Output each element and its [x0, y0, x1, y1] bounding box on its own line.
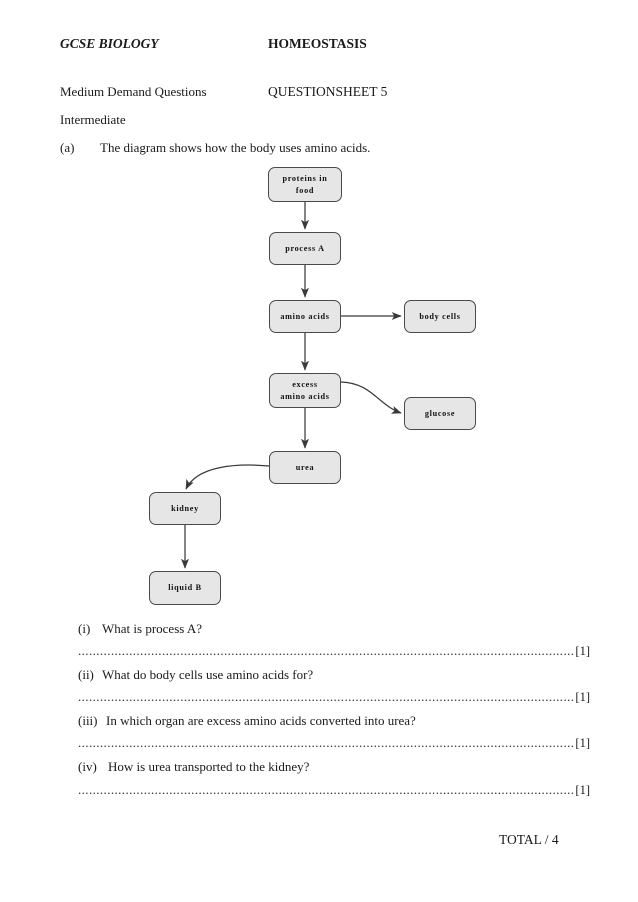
- dotted-rule-iii: ........................................…: [78, 735, 575, 750]
- tier-label: Intermediate: [60, 112, 126, 127]
- answer-line-iv[interactable]: ........................................…: [78, 782, 590, 798]
- topic-title: HOMEOSTASIS: [268, 36, 367, 51]
- marks-iii: [1]: [575, 736, 590, 750]
- answer-line-i[interactable]: ........................................…: [78, 643, 590, 659]
- part-label-a: (a): [60, 140, 75, 155]
- node-body-cells: body cells: [404, 300, 476, 333]
- node-amino-acids: amino acids: [269, 300, 341, 333]
- subq-text-iv: How is urea transported to the kidney?: [108, 759, 310, 774]
- questionsheet-label: QUESTIONSHEET 5: [268, 84, 388, 99]
- node-glucose: glucose: [404, 397, 476, 430]
- node-process-a: process A: [269, 232, 341, 265]
- marks-i: [1]: [575, 644, 590, 658]
- total-marks: TOTAL / 4: [499, 832, 559, 847]
- subject-title: GCSE BIOLOGY: [60, 36, 159, 51]
- marks-iv: [1]: [575, 783, 590, 797]
- dotted-rule-ii: ........................................…: [78, 689, 575, 704]
- subq-text-ii: What do body cells use amino acids for?: [102, 667, 314, 682]
- dotted-rule-i: ........................................…: [78, 643, 575, 658]
- answer-line-iii[interactable]: ........................................…: [78, 735, 590, 751]
- demand-label: Medium Demand Questions: [60, 84, 207, 99]
- subq-num-iii: (iii): [78, 713, 98, 728]
- answer-line-ii[interactable]: ........................................…: [78, 689, 590, 705]
- marks-ii: [1]: [575, 690, 590, 704]
- subq-num-iv: (iv): [78, 759, 97, 774]
- subq-num-ii: (ii): [78, 667, 94, 682]
- edge-urea-to-kidney: [185, 464, 270, 490]
- edge-excess-to-glucose: [340, 381, 402, 414]
- node-kidney: kidney: [149, 492, 221, 525]
- dotted-rule-iv: ........................................…: [78, 782, 575, 797]
- question-stem: The diagram shows how the body uses amin…: [100, 140, 371, 155]
- node-liquid-b: liquid B: [149, 571, 221, 605]
- subq-num-i: (i): [78, 621, 91, 636]
- node-urea: urea: [269, 451, 341, 484]
- subq-text-i: What is process A?: [102, 621, 203, 636]
- subq-text-iii: In which organ are excess amino acids co…: [106, 713, 416, 728]
